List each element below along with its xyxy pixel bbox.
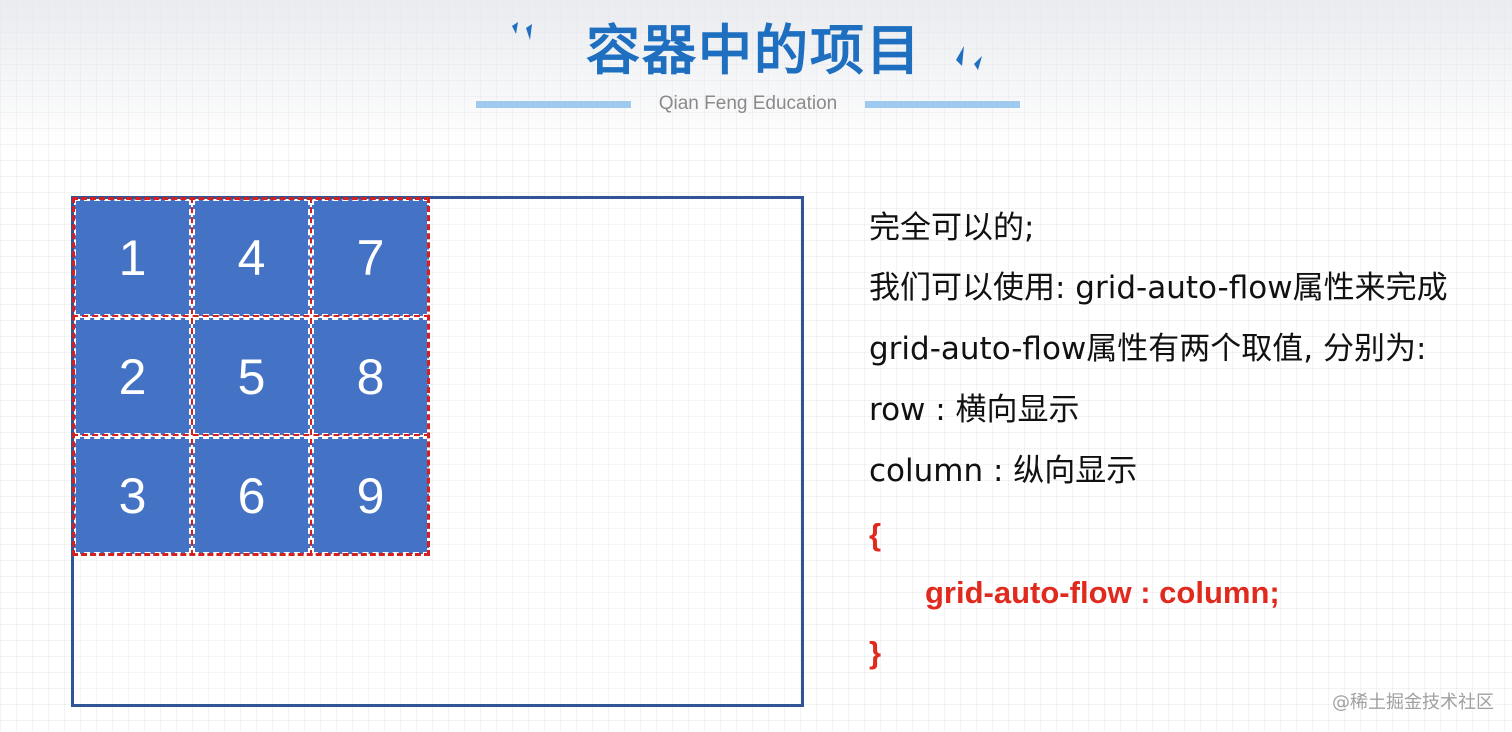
grid-item-2: 2 — [74, 318, 191, 435]
grid-container: 1 2 3 4 5 6 7 8 9 — [71, 196, 804, 707]
grid-item-6: 6 — [193, 437, 310, 554]
text-line-5: column : 纵向显示 — [869, 453, 1138, 489]
code-declaration: grid-auto-flow : column; — [925, 575, 1280, 610]
text-line-4: row : 横向显示 — [869, 392, 1080, 428]
title-decoration-left-icon — [512, 22, 532, 40]
text-line-1: 完全可以的; — [869, 210, 1035, 246]
grid-item-5: 5 — [193, 318, 310, 435]
subtitle-divider-right — [865, 101, 1020, 108]
slide-subtitle: Qian Feng Education — [658, 93, 838, 114]
grid-item-4: 4 — [193, 199, 310, 316]
grid-item-8: 8 — [312, 318, 429, 435]
slide-title: 容器中的项目 — [586, 19, 922, 82]
grid-item-1: 1 — [74, 199, 191, 316]
grid-item-3: 3 — [74, 437, 191, 554]
code-close-brace: } — [869, 635, 882, 670]
code-open-brace: { — [869, 517, 882, 552]
watermark: @稀土掘金技术社区 — [1332, 692, 1494, 713]
text-line-3: grid-auto-flow属性有两个取值, 分别为: — [869, 331, 1427, 367]
grid-item-7: 7 — [312, 199, 429, 316]
text-line-2: 我们可以使用: grid-auto-flow属性来完成 — [869, 270, 1448, 306]
subtitle-divider-left — [476, 101, 631, 108]
grid-item-9: 9 — [312, 437, 429, 554]
title-decoration-right-icon — [956, 46, 982, 70]
